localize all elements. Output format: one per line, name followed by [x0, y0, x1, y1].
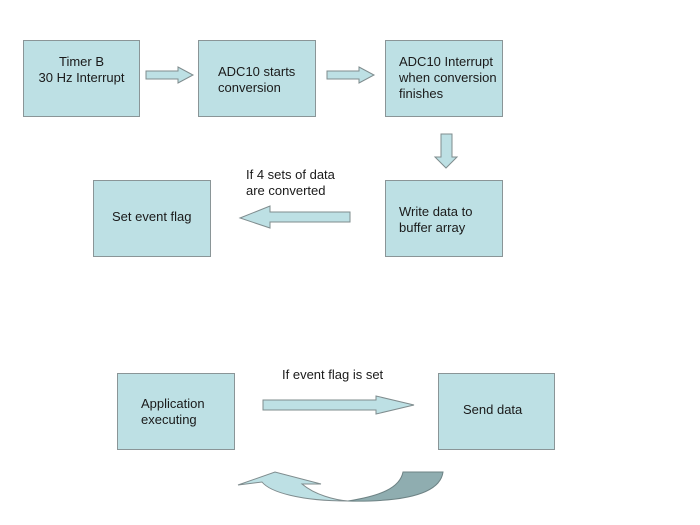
node-write-buffer-text: Write data to buffer array — [399, 204, 473, 235]
node-set-flag-text: Set event flag — [112, 209, 192, 224]
node-adc-interrupt-text: ADC10 Interrupt when conversion finishes — [399, 54, 497, 101]
arrow-timer-to-adc-start — [145, 66, 195, 84]
arrow-adc-start-to-interrupt — [326, 66, 376, 84]
node-app-exec-text: Application executing — [141, 396, 205, 427]
edge-label-four-sets: If 4 sets of data are converted — [246, 167, 335, 198]
curved-arrow-shadow — [347, 471, 444, 502]
node-write-buffer: Write data to buffer array — [385, 180, 503, 257]
node-timer-b: Timer B 30 Hz Interrupt — [23, 40, 140, 117]
node-adc-start-text: ADC10 starts conversion — [218, 64, 296, 95]
node-timer-b-text: Timer B 30 Hz Interrupt — [38, 54, 125, 85]
arrow-app-to-send — [262, 395, 415, 415]
node-send-data: Send data — [438, 373, 555, 450]
node-adc-interrupt: ADC10 Interrupt when conversion finishes — [385, 40, 503, 117]
arrow-interrupt-to-write — [433, 133, 459, 169]
arrow-write-to-set-flag — [238, 205, 351, 229]
edge-label-event-flag: If event flag is set — [282, 367, 384, 382]
node-set-flag: Set event flag — [93, 180, 211, 257]
node-send-data-text: Send data — [463, 402, 523, 417]
node-adc-start: ADC10 starts conversion — [198, 40, 316, 117]
node-app-exec: Application executing — [117, 373, 235, 450]
curved-arrow-return — [237, 471, 349, 502]
